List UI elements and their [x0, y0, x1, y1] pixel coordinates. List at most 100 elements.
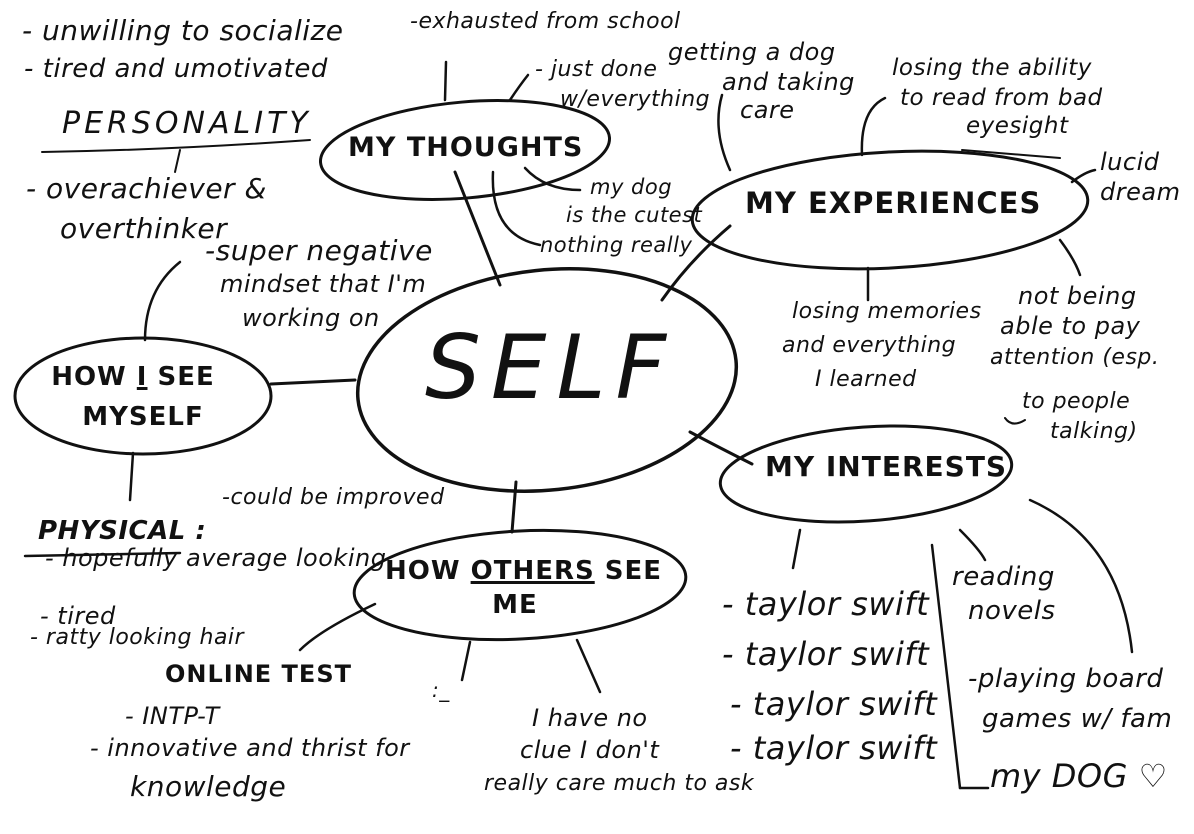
physical-line-2: - tired [40, 602, 116, 630]
bubble-label-others-line2: ME [492, 590, 538, 620]
branch-attention [1058, 238, 1082, 277]
personality-underline [41, 139, 311, 153]
note-tired-unmotivated: - tired and umotivated [24, 54, 328, 84]
branch-divider [930, 543, 962, 790]
thoughts-bubble [318, 99, 612, 201]
physical-underline [23, 551, 182, 558]
note-attention-2: able to pay [1000, 312, 1141, 340]
branch-dog-cutest [523, 166, 582, 192]
note-just-done-2: w/everything [560, 87, 711, 112]
self-bubble [355, 267, 739, 493]
personality-branch [174, 149, 181, 173]
bubble-label-interests: MY INTERESTS [765, 450, 1008, 483]
personality-line-1: - overachiever & [26, 172, 267, 205]
branch-reading [958, 528, 987, 562]
personality-heading: PERSONALITY [62, 106, 312, 141]
how-i-see-bubble [13, 336, 273, 456]
connector-self-howisee [269, 378, 357, 386]
connector-self-interests [688, 430, 754, 466]
note-mindset-2: mindset that I'm [220, 270, 427, 298]
physical-heading: PHYSICAL : [38, 516, 207, 546]
note-innovative-2: knowledge [130, 770, 287, 803]
branch-nothing [491, 170, 542, 247]
connector-self-others [510, 480, 518, 534]
note-nothing: nothing really [540, 233, 693, 257]
interest-reading-2: novels [968, 596, 1056, 626]
note-mindset-1: -super negative [205, 234, 433, 267]
note-getting-dog-1: getting a dog [668, 38, 836, 66]
branch-lucid [1070, 168, 1097, 184]
note-dog-cutest-2: is the cutest [566, 203, 703, 227]
interest-taylor-4: - taylor swift [730, 729, 938, 767]
connector-self-experiences [660, 224, 732, 302]
branch-taylor [791, 528, 802, 570]
branch-just-done [508, 73, 530, 102]
note-noclue-1: I have no [532, 704, 648, 732]
note-physical-improved: -could be improved [222, 485, 445, 510]
branch-exhausted [443, 60, 448, 102]
how-i-see-word-i: I [136, 362, 148, 392]
interest-board-1: -playing board [968, 664, 1164, 694]
bubble-label-myself: MYSELF [82, 402, 204, 432]
others-word-others: OTHERS [470, 556, 595, 586]
interests-bubble [718, 424, 1014, 524]
interest-taylor-2: - taylor swift [722, 635, 930, 673]
note-intp: - INTP-T [125, 702, 220, 730]
note-lucid-1: lucid [1100, 148, 1160, 176]
note-getting-dog-2: and taking [722, 68, 855, 96]
bubble-label-how-i-see: HOW I SEE [48, 362, 218, 392]
note-memories-1: losing memories [792, 299, 982, 324]
bubble-label-thoughts: MY THOUGHTS [348, 132, 584, 163]
note-attention-1: not being [1018, 282, 1137, 310]
interest-board-2: games w/ fam [982, 704, 1173, 734]
note-memories-2: and everything [782, 333, 957, 358]
note-eyesight-1: losing the ability [892, 55, 1092, 81]
interest-reading-1: reading [952, 562, 1055, 592]
note-exhausted: -exhausted from school [410, 9, 681, 34]
physical-line-1: - hopefully average looking [45, 544, 387, 572]
physical-line-3: - ratty looking hair [30, 625, 245, 650]
note-face: :_ [432, 678, 450, 702]
others-word-how: HOW [385, 556, 461, 586]
how-i-see-word-how: HOW [51, 362, 127, 392]
note-getting-dog-3: care [740, 96, 795, 124]
branch-eyesight-under [961, 149, 1061, 159]
bubble-label-others-line1: HOW OTHERS SEE [385, 556, 661, 586]
others-bubble [352, 528, 688, 642]
branch-online-test [298, 602, 377, 652]
note-eyesight-3: eyesight [966, 113, 1069, 139]
note-attention-4: to people [1022, 389, 1131, 414]
connector-self-thoughts [453, 170, 502, 287]
how-i-see-word-see: SEE [157, 362, 215, 392]
branch-physical [128, 451, 135, 502]
branch-no-clue [575, 638, 602, 694]
others-word-see: SEE [604, 556, 663, 586]
branch-face [460, 640, 472, 682]
note-just-done-1: - just done [535, 57, 658, 82]
note-noclue-3: really care much to ask [484, 771, 755, 796]
branch-attention-tick [1004, 417, 1026, 425]
note-eyesight-2: to read from bad [900, 85, 1103, 111]
experiences-bubble [690, 149, 1090, 271]
bubble-label-experiences: MY EXPERIENCES [745, 186, 1042, 220]
note-memories-3: I learned [815, 367, 917, 392]
branch-eyesight [860, 96, 887, 157]
interest-taylor-1: - taylor swift [722, 585, 930, 623]
note-innovative-1: - innovative and thrist for [90, 734, 410, 762]
personality-line-2: overthinker [60, 212, 228, 245]
branch-board [1028, 498, 1134, 654]
interest-taylor-3: - taylor swift [730, 685, 938, 723]
note-attention-3: attention (esp. [990, 345, 1160, 370]
center-label-self: SELF [425, 316, 677, 419]
note-lucid-2: dream [1100, 178, 1181, 206]
note-dog-cutest-1: my dog [590, 175, 673, 199]
interest-dog: my DOG ♡ [990, 757, 1168, 795]
note-online-test: ONLINE TEST [165, 660, 352, 688]
note-mindset-3: working on [242, 304, 380, 332]
note-unwilling: - unwilling to socialize [22, 14, 344, 47]
note-noclue-2: clue I don't [520, 736, 660, 764]
note-attention-5: talking) [1050, 419, 1138, 444]
branch-mindset [143, 260, 182, 342]
